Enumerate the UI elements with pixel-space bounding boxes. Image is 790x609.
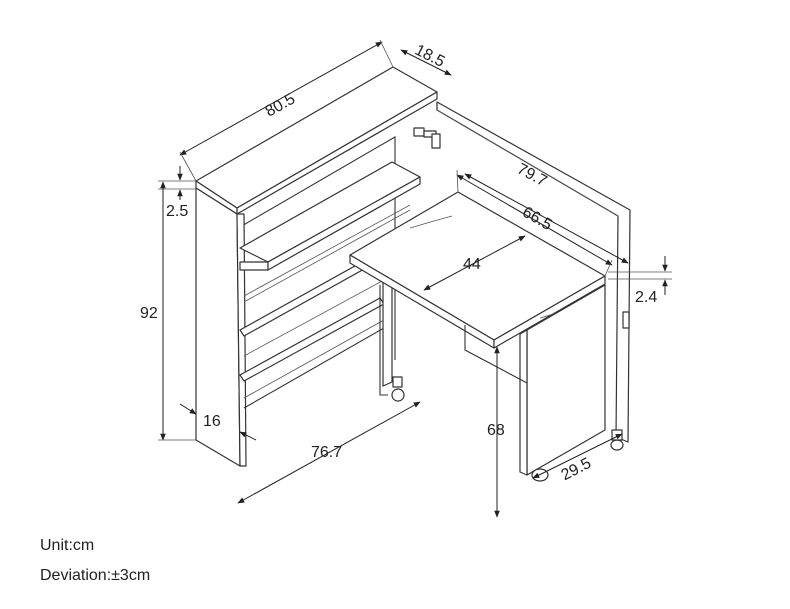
- hinge-icon: [413, 127, 441, 149]
- dim-label-table-thickness: 2.4: [635, 289, 657, 306]
- dim-label-shelf-width: 80.5: [263, 90, 299, 120]
- dim-label-table-height: 68: [487, 422, 505, 439]
- dim-label-total-height: 92: [140, 305, 158, 322]
- dim-label-leg-depth: 29.5: [559, 455, 595, 484]
- deviation-note: Deviation:±3cm: [40, 567, 151, 584]
- dimension-lines: [158, 39, 672, 518]
- dim-label-shelf-depth: 18.5: [412, 42, 448, 71]
- dim-label-table-depth: 44: [463, 256, 481, 273]
- dim-label-top-thickness: 2.5: [166, 203, 188, 220]
- unit-note: Unit:cm: [40, 537, 95, 554]
- dim-label-side-thickness: 16: [203, 413, 221, 430]
- dim-label-base-length: 76.7: [311, 444, 342, 461]
